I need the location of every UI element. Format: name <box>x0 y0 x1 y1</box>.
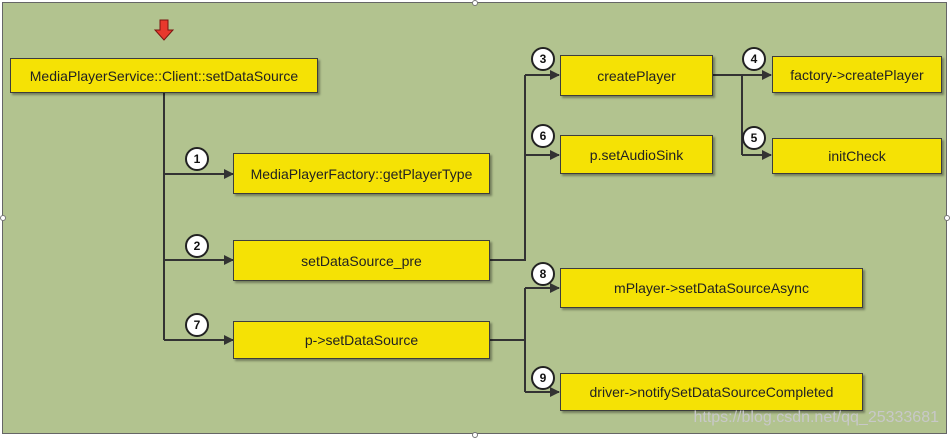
node-initcheck: initCheck <box>772 138 942 174</box>
node-createplayer: createPlayer <box>560 55 713 96</box>
connector-pre-trunk <box>490 75 526 261</box>
node-setdatasource-pre: setDataSource_pre <box>233 240 490 281</box>
step-badge-1: 1 <box>185 147 209 171</box>
node-p-setaudiosink: p.setAudioSink <box>560 135 713 174</box>
step-badge-8: 8 <box>531 262 555 286</box>
connector-p-setdatasource-trunk <box>490 288 526 341</box>
red-down-arrow-icon <box>153 19 175 41</box>
node-mediaplayerfactory-getplayertype: MediaPlayerFactory::getPlayerType <box>233 153 490 194</box>
step-badge-9: 9 <box>531 366 555 390</box>
node-p-setdatasource: p->setDataSource <box>233 321 490 359</box>
resize-handle-bottom[interactable] <box>472 432 478 438</box>
step-badge-2: 2 <box>185 234 209 258</box>
step-badge-7: 7 <box>185 313 209 337</box>
node-mplayer-setdatasourceasync: mPlayer->setDataSourceAsync <box>560 268 863 308</box>
resize-handle-left[interactable] <box>0 215 6 221</box>
step-badge-3: 3 <box>531 47 555 71</box>
step-badge-6: 6 <box>531 124 555 148</box>
node-driver-notifysetdatasourcecompleted: driver->notifySetDataSourceCompleted <box>560 373 863 411</box>
step-badge-4: 4 <box>742 47 766 71</box>
step-badge-5: 5 <box>742 126 766 150</box>
resize-handle-top[interactable] <box>472 0 478 6</box>
resize-handle-right[interactable] <box>944 215 950 221</box>
node-factory-createplayer: factory->createPlayer <box>772 56 942 93</box>
node-mediaplayerservice-client-setdatasource: MediaPlayerService::Client::setDataSourc… <box>10 58 318 93</box>
watermark-text: https://blog.csdn.net/qq_25333681 <box>693 409 939 426</box>
connector-createplayer-trunk <box>713 74 743 155</box>
